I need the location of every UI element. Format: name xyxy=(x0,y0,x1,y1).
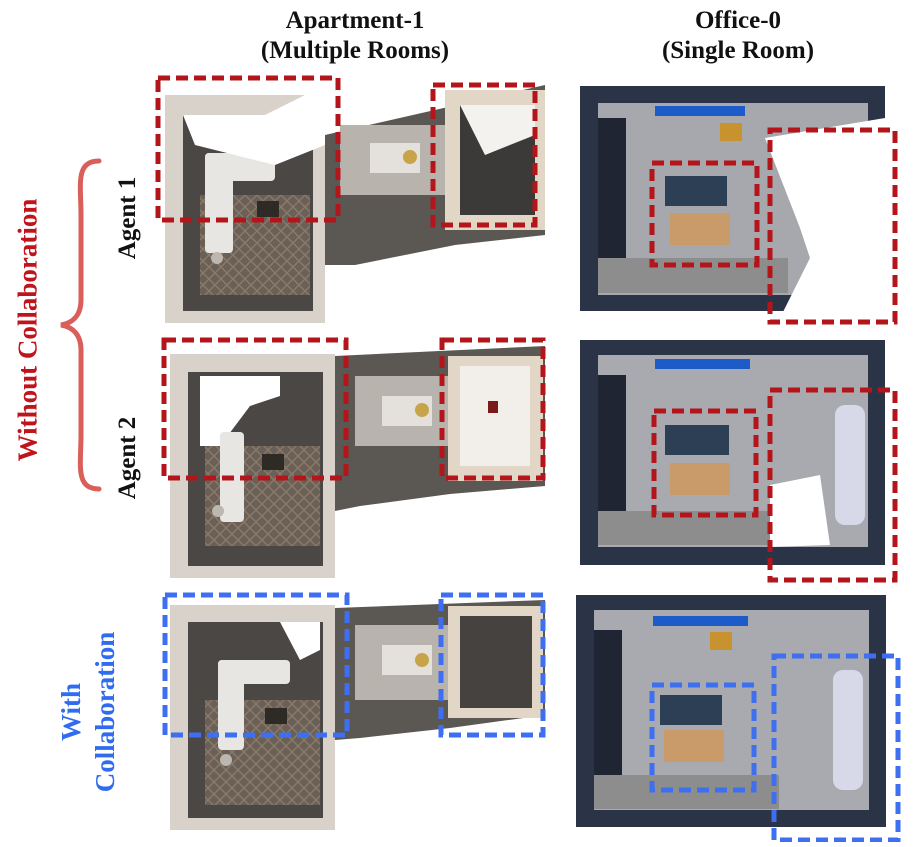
curly-brace xyxy=(60,158,102,492)
column-header-apartment-title: Apartment-1 xyxy=(285,7,425,34)
apartment-lamp xyxy=(220,754,232,766)
office-agent-2-highlight-right xyxy=(767,387,898,583)
office-window xyxy=(655,106,745,116)
apartment-sofa-side xyxy=(205,153,233,253)
apartment-collaboration-highlight-right xyxy=(438,592,546,738)
apartment-kitchen-unmapped xyxy=(460,105,535,155)
apartment-agent-2-map xyxy=(161,337,546,578)
column-header-office-subtitle: (Single Room) xyxy=(661,37,815,64)
office-table xyxy=(664,730,724,762)
apartment-sofa-side xyxy=(218,660,244,750)
office-window xyxy=(653,616,748,626)
row-label-with-collaboration: With Collaboration xyxy=(54,632,122,793)
column-header-apartment-subtitle: (Multiple Rooms) xyxy=(260,37,450,64)
apartment-agent-2-highlight-right xyxy=(439,337,546,481)
apartment-kitchen-object xyxy=(488,401,498,413)
office-agent-2-map xyxy=(580,340,898,583)
row-label-agent-1: Agent 1 xyxy=(114,176,141,260)
office-window xyxy=(655,359,750,369)
apartment-lamp xyxy=(211,252,223,264)
apartment-agent-2-highlight-left xyxy=(161,337,349,481)
office-collaboration-highlight-right xyxy=(771,653,901,842)
column-header-apartment: Apartment-1 (Multiple Rooms) xyxy=(195,6,515,66)
office-chairs xyxy=(665,425,729,455)
apartment-lamp xyxy=(212,505,224,517)
office-unmapped-region xyxy=(770,475,830,547)
apartment-kitchen-unmapped xyxy=(460,366,530,466)
row-label-agent-2: Agent 2 xyxy=(114,416,141,500)
office-agent-2-highlight-center xyxy=(651,408,759,518)
apartment-unmapped-region xyxy=(200,376,280,446)
apartment-collaboration-map xyxy=(162,592,546,830)
row-label-without-collaboration: Without Collaboration xyxy=(12,198,43,462)
office-chairs xyxy=(665,176,727,206)
apartment-table-decor xyxy=(403,150,417,164)
office-shelf xyxy=(710,632,732,650)
apartment-coffee-table xyxy=(262,454,284,470)
office-shelf xyxy=(720,123,742,141)
column-header-office: Office-0 (Single Room) xyxy=(578,6,898,66)
apartment-unmapped-region xyxy=(280,622,320,660)
row-label-with-line2: Collaboration xyxy=(90,631,120,793)
apartment-table-decor xyxy=(415,403,429,417)
office-table xyxy=(670,213,730,245)
office-agent-1-map xyxy=(580,86,898,325)
office-sofa-right xyxy=(835,405,865,525)
office-agent-1-highlight-right xyxy=(767,127,898,325)
apartment-coffee-table xyxy=(265,708,287,724)
office-table xyxy=(670,463,730,495)
apartment-agent-1-highlight-right xyxy=(430,82,538,228)
apartment-coffee-table xyxy=(257,201,279,217)
column-header-office-title: Office-0 xyxy=(694,7,782,34)
office-collaboration-map xyxy=(576,595,901,842)
office-collaboration-highlight-center xyxy=(649,682,757,793)
apartment-agent-1-map xyxy=(155,75,545,323)
apartment-table-decor xyxy=(415,653,429,667)
apartment-collaboration-highlight-left xyxy=(162,592,350,738)
office-chairs xyxy=(660,695,722,725)
office-sofa-right xyxy=(833,670,863,790)
apartment-kitchen-floor xyxy=(460,616,532,708)
row-label-with-line1: With xyxy=(56,682,86,742)
apartment-agent-1-highlight-left xyxy=(155,75,341,223)
office-agent-1-highlight-center xyxy=(649,160,760,268)
apartment-unmapped-region xyxy=(183,95,325,165)
office-unmapped-region xyxy=(765,118,885,318)
